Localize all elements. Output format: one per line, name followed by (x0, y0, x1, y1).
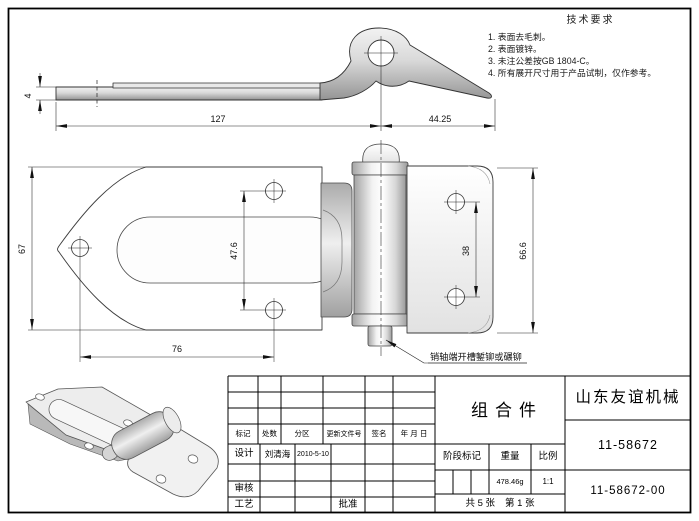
dim-wing-width: 66.6 (518, 242, 528, 260)
iso-view (25, 386, 219, 498)
dim-body-length: 127 (210, 114, 225, 124)
technical-requirements-title: 技术要求 (566, 15, 615, 26)
plan-hinge-barrel (351, 143, 409, 347)
scale-value: 1:1 (542, 477, 554, 486)
part-number: 11-58672-00 (590, 484, 666, 497)
approve-label: 批准 (338, 499, 358, 511)
dim-plate-width: 67 (17, 244, 27, 254)
sheet-total: 共 5 张 (465, 497, 495, 509)
company-name: 山东友谊机械 (575, 389, 681, 407)
rev-header-signature: 签名 (371, 429, 387, 439)
pin-bottom-stub (367, 325, 393, 347)
rev-header-date: 年 月 日 (400, 429, 428, 439)
rev-header-doc-number: 更新文件号 (326, 430, 362, 438)
side-view-hinge-head (319, 27, 492, 101)
check-label: 审核 (234, 483, 254, 495)
frame-border (7, 7, 692, 514)
tech-requirement-item: 2. 表面镀锌。 (488, 44, 542, 54)
side-view-flat-bar (55, 86, 323, 101)
designer-name: 刘清海 (264, 448, 291, 459)
tech-requirement-item: 1. 表面去毛刺。 (488, 32, 551, 42)
plan-wing-plate (406, 165, 494, 334)
side-view: 4 127 44.25 (23, 27, 496, 131)
iso-barrel (101, 406, 182, 461)
sheet-info: 共 5 张 第 1 张 (435, 494, 565, 513)
process-label: 工艺 (234, 499, 254, 511)
weight-label: 重量 (500, 451, 520, 463)
pin-leader-note: 销轴端开槽錾铆或碾铆 (430, 351, 522, 362)
plan-view: 67 47.6 76 38 66.6 (17, 140, 538, 364)
weight-value: 478.46g (496, 477, 524, 487)
dim-wing-hole-spacing: 38 (461, 246, 471, 256)
tech-requirement-item: 4. 所有展开尺寸用于产品试制，仅作参考。 (488, 68, 657, 78)
side-view-strap-strip (112, 82, 323, 89)
design-label: 设计 (234, 448, 254, 460)
scale-label: 比例 (538, 451, 558, 463)
part-name: 组合件 (471, 400, 543, 420)
leader-line (385, 339, 428, 364)
plan-strap-wall (320, 182, 353, 318)
title-block-grid (227, 375, 691, 513)
design-date: 2010-5-10 (297, 450, 329, 458)
sheet-current: 第 1 张 (505, 497, 535, 509)
drawing-number: 11-58672 (598, 437, 658, 452)
dim-head-length: 44.25 (429, 114, 452, 124)
dim-thickness: 4 (23, 93, 33, 98)
technical-requirements: 技术要求 1. 表面去毛刺。 2. 表面镀锌。 3. 未注公差按GB 1804-… (488, 11, 693, 79)
dim-plate-hole-spacing: 47.6 (229, 242, 239, 260)
dim-hole-distance: 76 (172, 344, 182, 354)
rev-header-count: 处数 (262, 429, 277, 439)
rev-header-mark: 标记 (235, 429, 251, 439)
stage-mark-label: 阶段标记 (442, 451, 481, 463)
rev-header-zone: 分区 (294, 429, 310, 439)
tech-requirement-item: 3. 未注公差按GB 1804-C。 (488, 56, 595, 66)
